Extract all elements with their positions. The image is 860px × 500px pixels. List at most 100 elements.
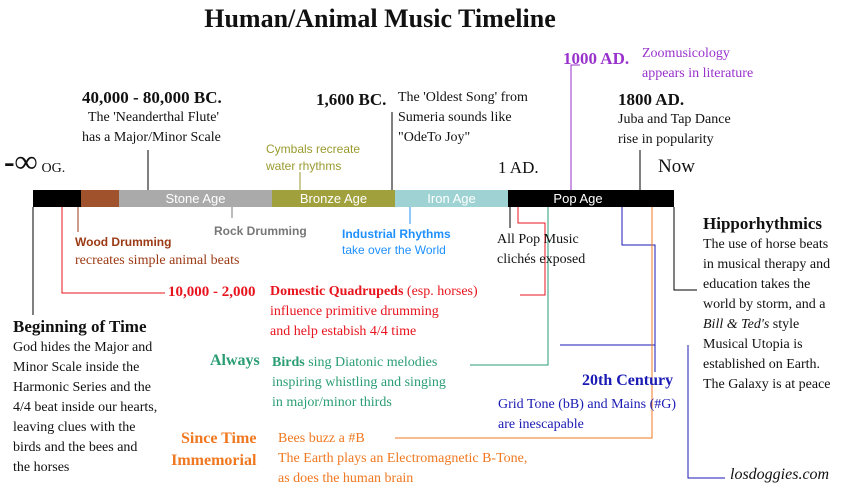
song-date: 1,600 BC. xyxy=(316,90,387,109)
century-event: Grid Tone (bB) and Mains (#G) are inesca… xyxy=(498,395,676,435)
quadrupeds-line1: Domestic Quadrupeds (esp. horses) xyxy=(270,282,478,302)
segment-origin xyxy=(33,190,81,207)
century-line1: Grid Tone (bB) and Mains (#G) xyxy=(498,397,677,412)
juba-date: 1800 AD. xyxy=(618,90,685,109)
zoo-event: Zoomusicology appears in literature xyxy=(642,44,753,84)
bees-label: Since Time Immemorial xyxy=(171,428,257,472)
pop-line1: All Pop Music xyxy=(497,232,579,247)
song-line2: Sumeria sounds like xyxy=(398,110,512,125)
quadrupeds-event: Domestic Quadrupeds (esp. horses) influe… xyxy=(270,282,478,342)
credit-link[interactable]: losdoggies.com xyxy=(730,466,830,483)
stone-age-label: Stone Age xyxy=(165,191,226,206)
hippo-line8: The Galaxy is at peace xyxy=(703,377,831,392)
infinity-marker: -∞ OG. xyxy=(4,143,65,180)
wood-text: recreates simple animal beats xyxy=(75,253,240,268)
birds-connector xyxy=(470,207,549,366)
industrial-name: Industrial Rhythms xyxy=(342,227,451,241)
hippo-line5: Bill & Ted's style xyxy=(703,315,831,335)
bees-line2: The Earth plays an Electromagnetic B-Ton… xyxy=(278,451,528,466)
zoo-connector xyxy=(570,64,580,190)
bees-label2: Immemorial xyxy=(171,452,257,469)
cymbals-line1: Cymbals recreate xyxy=(266,142,361,156)
wood-event: Wood Drumming recreates simple animal be… xyxy=(75,234,239,271)
beginning-event: Beginning of Time God hides the Major an… xyxy=(13,316,157,478)
quadrupeds-suffix: (esp. horses) xyxy=(403,284,478,299)
hippo-line2: in musical therapy and xyxy=(703,257,831,272)
century-label: 20th Century xyxy=(582,372,674,389)
origin-label: OG. xyxy=(41,161,66,176)
cymbals-line2: water rhythms xyxy=(266,159,342,173)
flute-line1: The 'Neanderthal Flute' xyxy=(88,110,219,125)
birds-line3: in major/minor thirds xyxy=(272,395,392,410)
infinity-symbol: -∞ xyxy=(4,143,38,179)
pop-line2: clichés exposed xyxy=(497,252,586,267)
hippo-line6: Musical Utopia is xyxy=(703,337,803,352)
bronze-age-label: Bronze Age xyxy=(299,191,368,206)
industrial-event: Industrial Rhythms take over the World xyxy=(342,226,451,258)
flute-event: 40,000 - 80,000 BC. The 'Neanderthal Flu… xyxy=(82,88,222,148)
bees-line3: as does the human brain xyxy=(278,471,414,486)
bees-line1: Bees buzz a #B xyxy=(278,431,365,446)
quadrupeds-date: 10,000 - 2,000 xyxy=(168,284,256,300)
segment-bronze-age xyxy=(272,190,395,207)
beginning-line2: Minor Scale inside the xyxy=(13,360,140,375)
quadrupeds-line3: and help estabish 4/4 time xyxy=(270,324,417,339)
pop-event: All Pop Music clichés exposed xyxy=(497,230,585,270)
now-marker: Now xyxy=(658,156,695,177)
segment-stone-age xyxy=(119,190,272,207)
zoo-date: 1000 AD. xyxy=(563,49,630,68)
hippo-event: Hipporhythmics The use of horse beats in… xyxy=(703,213,831,395)
song-event: The 'Oldest Song' from Sumeria sounds li… xyxy=(398,88,528,148)
zoo-line1: Zoomusicology xyxy=(642,46,730,61)
flute-date: 40,000 - 80,000 BC. xyxy=(82,88,222,107)
hippo-line7: established on Earth. xyxy=(703,357,821,372)
pop-age-label: Pop Age xyxy=(553,191,603,206)
beginning-line1: God hides the Major and xyxy=(13,340,153,355)
juba-event: 1800 AD. Juba and Tap Dance rise in popu… xyxy=(618,90,731,150)
hippo-line4: world by storm, and a xyxy=(703,297,826,312)
cymbals-event: Cymbals recreate water rhythms xyxy=(266,141,360,175)
hippo-line5-rest: style xyxy=(769,317,800,332)
birds-name: Birds xyxy=(272,355,305,370)
beginning-line6: birds and the bees and xyxy=(13,440,138,455)
segment-pop-age xyxy=(508,190,674,207)
quadrupeds-connector xyxy=(61,207,165,294)
birds-line1: Birds sing Diatonic melodies xyxy=(272,353,446,373)
century-connector xyxy=(621,207,656,372)
hippo-connector xyxy=(673,207,697,291)
segment-iron-age xyxy=(395,190,508,207)
bees-label1: Since Time xyxy=(181,430,257,447)
bees-event: Bees buzz a #B The Earth plays an Electr… xyxy=(278,429,527,489)
song-line3: "OdeTo Joy" xyxy=(398,130,471,145)
iron-age-label: Iron Age xyxy=(427,191,476,206)
beginning-line5: leaving clues with the xyxy=(13,420,136,435)
beginning-line3: Harmonic Series and the xyxy=(13,380,152,395)
birds-line2: inspiring whistling and singing xyxy=(272,375,446,390)
page-title: Human/Animal Music Timeline xyxy=(204,4,556,33)
credit-connector xyxy=(687,345,725,479)
hippo-line3: education takes the xyxy=(703,277,811,292)
quadrupeds-line2: influence primitive drumming xyxy=(270,304,439,319)
quadrupeds-name: Domestic Quadrupeds xyxy=(270,284,404,299)
zoo-line2: appears in literature xyxy=(642,66,754,81)
bees-connector xyxy=(395,207,653,439)
song-line1: The 'Oldest Song' from xyxy=(398,90,528,105)
birds-label: Always xyxy=(210,352,260,369)
birds-event: Birds sing Diatonic melodies inspiring w… xyxy=(272,353,446,413)
industrial-text: take over the World xyxy=(342,243,446,257)
juba-line1: Juba and Tap Dance xyxy=(618,112,731,127)
hippo-title: Hipporhythmics xyxy=(703,214,823,233)
one-ad-marker: 1 AD. xyxy=(498,158,539,177)
beginning-line4: 4/4 beat inside our hearts, xyxy=(13,400,158,415)
century-line2: are inescapable xyxy=(498,417,584,432)
hippo-italic: Bill & Ted's xyxy=(703,317,770,332)
rock-name: Rock Drumming xyxy=(214,224,307,238)
beginning-line7: the horses xyxy=(13,460,70,475)
wood-name: Wood Drumming xyxy=(75,235,172,249)
segment-wood xyxy=(81,190,119,207)
hippo-line1: The use of horse beats xyxy=(703,237,829,252)
birds-line1-rest: sing Diatonic melodies xyxy=(304,355,438,370)
flute-line2: has a Major/Minor Scale xyxy=(82,130,221,145)
beginning-title: Beginning of Time xyxy=(13,317,147,336)
